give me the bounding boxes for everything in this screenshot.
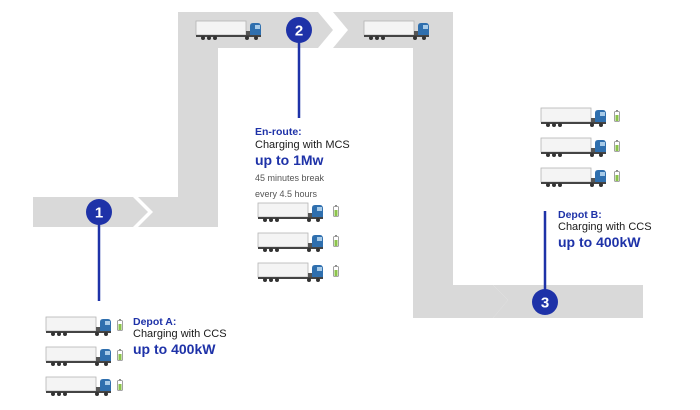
battery-icon bbox=[614, 139, 620, 152]
road-segment-top-right bbox=[333, 12, 508, 318]
depot-a-power: up to 400kW bbox=[133, 340, 216, 357]
step-marker-3: 3 bbox=[532, 289, 558, 315]
truck-icon bbox=[540, 167, 607, 188]
depot-b-label: Depot B: Charging with CCS up to 400kW bbox=[558, 209, 668, 250]
truck-icon bbox=[45, 346, 112, 367]
enroute-description: Charging with MCS bbox=[255, 139, 350, 152]
truck-icon bbox=[540, 137, 607, 158]
depot-a-label: Depot A: Charging with CCS up to 400kW bbox=[133, 316, 243, 357]
road-segment-end bbox=[493, 285, 643, 318]
road-segment-ramp-up bbox=[138, 12, 333, 227]
battery-icon bbox=[614, 169, 620, 182]
truck-icon bbox=[45, 376, 112, 397]
depot-b-power: up to 400kW bbox=[558, 233, 641, 250]
step-number-2: 2 bbox=[295, 23, 303, 40]
battery-icon bbox=[614, 109, 620, 122]
enroute-label: En-route: Charging with MCS up to 1Mw 45… bbox=[255, 126, 365, 199]
depot-a-truck-group bbox=[45, 316, 123, 397]
step-marker-1: 1 bbox=[86, 199, 112, 225]
enroute-note-line2: every 4.5 hours bbox=[255, 188, 318, 199]
battery-icon bbox=[117, 318, 123, 331]
enroute-power: up to 1Mw bbox=[255, 151, 324, 168]
enroute-truck-group bbox=[257, 202, 339, 283]
depot-b-description: Charging with CCS bbox=[558, 221, 652, 234]
step-number-1: 1 bbox=[95, 205, 103, 222]
step-marker-2: 2 bbox=[286, 17, 312, 43]
battery-icon bbox=[333, 234, 339, 247]
battery-icon bbox=[117, 378, 123, 391]
truck-icon bbox=[257, 262, 324, 283]
step-number-3: 3 bbox=[541, 295, 549, 312]
battery-icon bbox=[117, 348, 123, 361]
truck-icon bbox=[540, 107, 607, 128]
depot-b-title: Depot B: bbox=[558, 209, 602, 221]
battery-icon bbox=[333, 204, 339, 217]
truck-icon bbox=[257, 232, 324, 253]
depot-a-description: Charging with CCS bbox=[133, 328, 227, 341]
depot-b-truck-group bbox=[540, 107, 620, 188]
truck-icon bbox=[45, 316, 112, 337]
enroute-note-line1: 45 minutes break bbox=[255, 172, 325, 183]
battery-icon bbox=[333, 264, 339, 277]
road bbox=[33, 12, 643, 318]
depot-a-title: Depot A: bbox=[133, 316, 177, 328]
truck-icon bbox=[257, 202, 324, 223]
enroute-title: En-route: bbox=[255, 126, 302, 138]
